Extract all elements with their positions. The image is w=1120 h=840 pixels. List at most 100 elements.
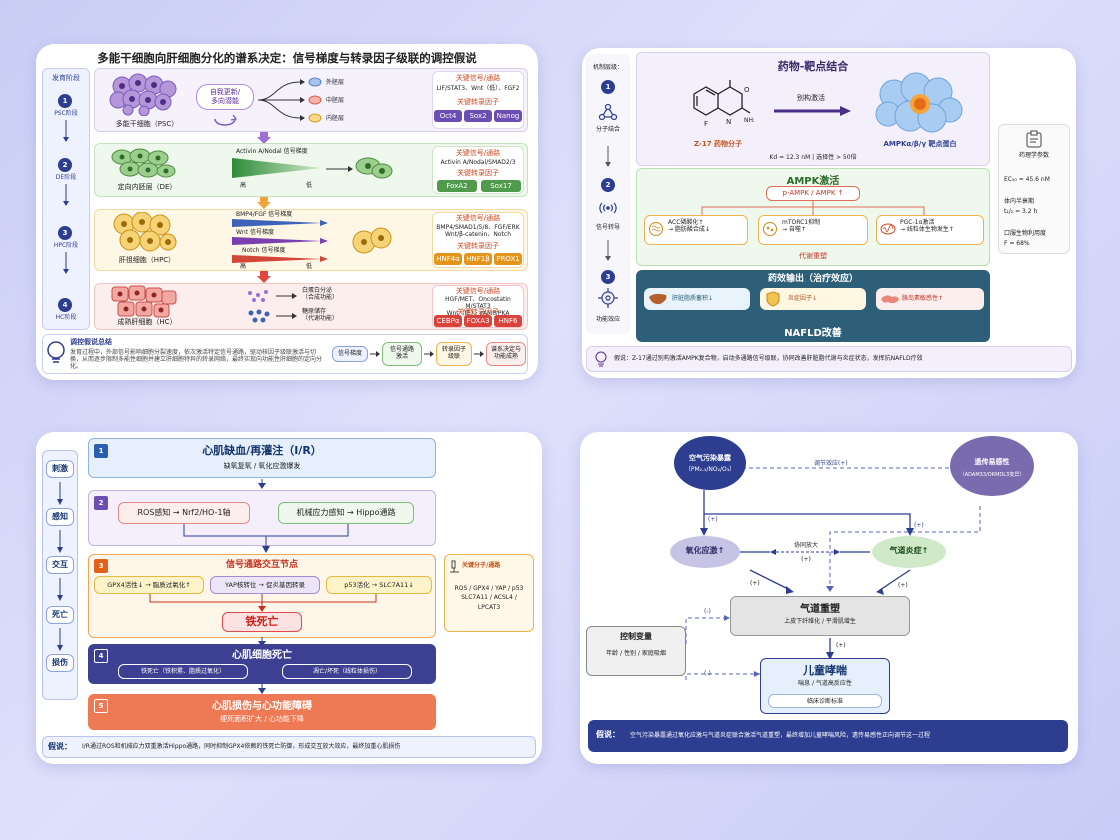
metabolic-remodel: 代谢重塑 xyxy=(799,252,827,260)
p1-stage-arrow-1 xyxy=(63,120,69,142)
p1-stage-num-1: 1 xyxy=(58,94,72,108)
pk-title: 药理学参数 xyxy=(1018,152,1049,159)
p1-stage-label-4: HC阶段 xyxy=(55,314,77,321)
plus-inf: (+) xyxy=(914,522,924,529)
germ-layer-branch-arrows xyxy=(257,79,305,121)
air-pollution-node xyxy=(674,436,746,490)
hpc-label: 肝祖细胞（HPC） xyxy=(118,256,176,264)
num-5: 5 xyxy=(94,699,108,713)
hc-cell-cluster xyxy=(111,285,177,318)
converge-to-ferroptosis xyxy=(149,594,377,612)
gene-title: 遗传易感性 xyxy=(974,458,1010,466)
panel-myocardial-ir: 1 心肌缺血/再灌注（I/R） 缺氧复氧 / 氧化应激爆发 2 ROS感知 → … xyxy=(36,432,542,764)
arrow-psc-de xyxy=(257,132,271,144)
p2-lightbulb-icon xyxy=(595,351,607,367)
albumin-dots-icon xyxy=(248,290,268,302)
p3-hypothesis: I/R通过ROS和机械应力双重激活Hippo通路，同时抑制GPX4依赖的铁死亡防… xyxy=(82,743,401,750)
num-2: 2 xyxy=(94,496,108,510)
microscope-icon xyxy=(450,560,459,573)
germ-endoderm: 内胚层 xyxy=(326,115,345,122)
p1-stage-label-1: PSC阶段 xyxy=(54,110,78,117)
row4-sig: HGF/MET、Oncostatin M/STAT3 Wnt（低）、cAMP/P… xyxy=(445,296,511,318)
pk-half: t₁/₂ = 3.2 h xyxy=(1004,208,1038,215)
wnt-gradient-wedge xyxy=(232,237,328,245)
remodel-title: 气道重塑 xyxy=(800,604,840,615)
p1-stage-arrow-2 xyxy=(63,184,69,206)
p3-hypothesis-bar xyxy=(42,736,536,758)
pk-f: F = 68% xyxy=(1004,240,1030,247)
hpc-low: 低 xyxy=(306,263,313,270)
liver-icon xyxy=(649,293,667,305)
hpc-cell-cluster xyxy=(113,212,177,252)
p2-sidebar-title: 机制层级： xyxy=(592,64,623,71)
p1-stage-label-2: DE阶段 xyxy=(55,174,77,181)
p4-hypothesis: 空气污染暴露通过氧化应激与气道炎症联合激活气道重塑，最终增加儿童哮喘风险，遗传易… xyxy=(630,732,931,739)
inflammation-text: 炎症因子↓ xyxy=(788,295,818,302)
row4-tf-title: 关键转录因子 xyxy=(457,308,499,316)
activin-gradient-wedge xyxy=(232,158,322,178)
hc-label: 成熟肝细胞（HC） xyxy=(117,318,177,326)
p53-box: p53活化 → SLC7A11↓ xyxy=(326,576,432,594)
flow-tf-cascade: 转录因子 级联 xyxy=(436,342,472,366)
plus-remodel-asthma: (+) xyxy=(836,642,846,649)
autophagy-icon xyxy=(763,222,777,236)
air-title: 空气污染暴露 xyxy=(689,454,731,462)
death-title: 心肌细胞死亡 xyxy=(232,650,292,661)
p3-side-arrow-2 xyxy=(57,530,63,553)
p1-stage-num-3: 3 xyxy=(58,226,72,240)
de-single-cell xyxy=(355,157,393,179)
flow-signal-gradient: 信号梯度 xyxy=(332,346,368,362)
tf-hnf6: HNF6 xyxy=(494,315,522,327)
de-low: 低 xyxy=(306,182,313,189)
mesoderm-cell-icon xyxy=(308,95,322,105)
notch-gradient-wedge xyxy=(232,255,328,263)
glycogen-dots-icon xyxy=(248,309,270,323)
mod-label: 调节效应(+) xyxy=(814,460,848,467)
mtorc1-text: mTORC1抑制 → 自噬↑ xyxy=(782,219,821,234)
ampk-branch-lines xyxy=(701,201,925,215)
liver-lipid-text: 肝脏脂质蓄积↓ xyxy=(672,295,714,302)
panel-ampk-drug: 机制层级： 药物-靶点结合 NOFNH₂ Z-17 药物分子 别构激活 AMPK… xyxy=(582,48,1076,378)
row2-sig: Activin A/Nodal/SMAD2/3 xyxy=(440,159,516,166)
inflammation-box xyxy=(760,288,866,310)
asthma-title: 儿童哮喘 xyxy=(803,664,847,677)
insulin-box xyxy=(876,288,984,310)
p2-sidebar xyxy=(586,54,630,334)
lightbulb-icon xyxy=(47,341,65,363)
air-sub: （PM₂.₅/NO₂/O₃） xyxy=(684,466,736,473)
gpx4-box: GPX4活性↓ → 脂质过氧化↑ xyxy=(94,576,204,594)
p2-level-num-3: 3 xyxy=(601,270,615,284)
de-cell-cluster xyxy=(111,148,176,178)
remodel-node xyxy=(730,596,910,636)
row3-sig-title: 关键信号/通路 xyxy=(455,214,501,222)
svg-text:F: F xyxy=(704,120,708,128)
svg-text:O: O xyxy=(744,86,750,94)
tf-sox17: Sox17 xyxy=(481,180,521,192)
flow-arrow-2 xyxy=(424,351,434,357)
p4-hypo-label: 假说： xyxy=(596,730,620,739)
p1-summary xyxy=(42,334,528,374)
p3-side-step-2: 感知 xyxy=(46,508,74,526)
p3-side-arrow-3 xyxy=(57,578,63,601)
panel-hepatocyte-differentiation: 多能干细胞向肝细胞分化的谱系决定：信号梯度与转录因子级联的调控假说 发育阶段 多… xyxy=(36,44,538,380)
ferroptosis-box: 铁死亡 xyxy=(222,612,302,632)
tf-cebpa: CEBPα xyxy=(434,315,462,327)
control-node xyxy=(586,626,686,676)
arrow-hpc-hc xyxy=(257,271,271,283)
p1-stage-num-2: 2 xyxy=(58,158,72,172)
ampk-title: AMPK激活 xyxy=(786,176,840,187)
germ-mesoderm: 中胚层 xyxy=(326,97,345,104)
self-renewal-loop-icon xyxy=(214,114,238,126)
notch-gradient-label: Notch 信号梯度 xyxy=(242,247,286,254)
arrow-4-5 xyxy=(258,684,266,694)
p1-stage-arrow-3 xyxy=(63,252,69,274)
p2-level-label-2: 信号转导 xyxy=(595,224,620,231)
bmp-gradient-wedge xyxy=(232,219,328,227)
plus-ox-remodel: (+) xyxy=(750,580,760,587)
arrow-de-hpc xyxy=(257,197,271,209)
yap-box: YAP核转位 → 促炎基因转录 xyxy=(210,576,320,594)
clipboard-icon xyxy=(1026,130,1042,148)
row4-sig-title: 关键信号/通路 xyxy=(455,287,501,295)
gene-sub: （ADAM33/ORMDL3变异） xyxy=(959,472,1025,478)
p3-side-step-4: 死亡 xyxy=(46,606,74,624)
